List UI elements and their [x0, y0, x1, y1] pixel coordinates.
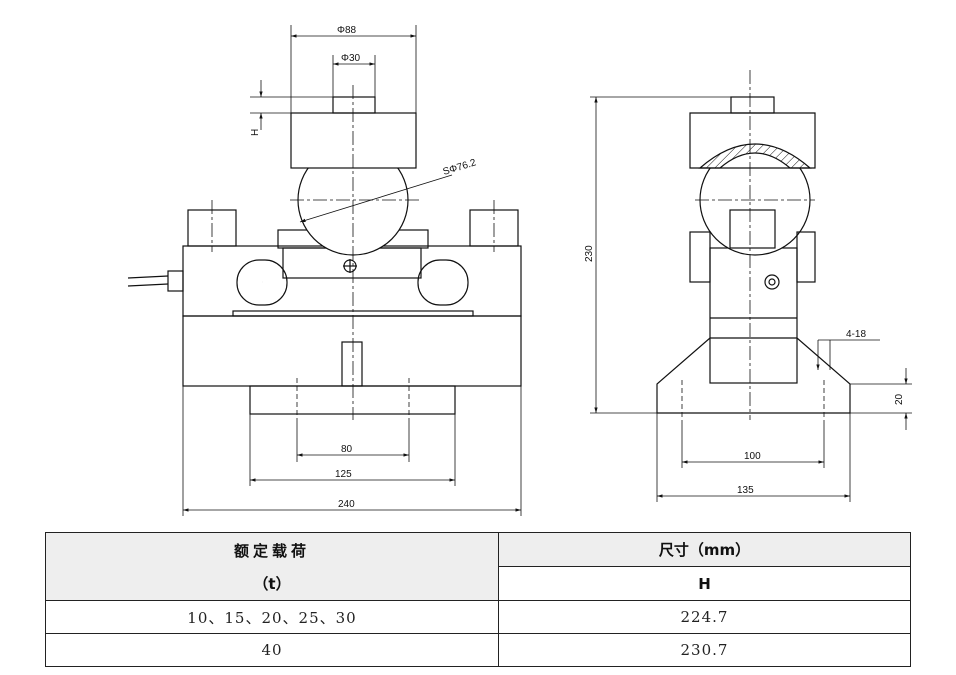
spec-table: 额定载荷 （t） 尺寸（mm） H 10、15、20、25、30 224.7 4… — [45, 532, 911, 667]
front-cable-connector — [167, 270, 184, 292]
front-view — [127, 96, 522, 415]
front-main-body — [182, 315, 522, 387]
dim-base-thickness-20: 20 — [894, 393, 905, 405]
dim-middle-125: 125 — [335, 469, 352, 480]
dim-sphere-radius: SΦ76.2 — [442, 157, 478, 178]
row-load: 40 — [45, 633, 499, 667]
header-rated-load-line1: 额定载荷 — [233, 541, 310, 560]
subheader-h: H — [498, 566, 911, 601]
dim-pin-diameter: Φ30 — [341, 53, 361, 64]
side-pin — [730, 96, 775, 114]
header-rated-load-line2: （t） — [253, 574, 291, 593]
front-base-plate — [249, 385, 456, 415]
side-bolt — [764, 274, 780, 290]
dim-side-overall-135: 135 — [737, 485, 754, 496]
dim-side-inner-100: 100 — [744, 451, 761, 462]
dim-inner-80: 80 — [341, 444, 353, 455]
header-rated-load: 额定载荷 （t） — [45, 532, 499, 601]
dim-holes-4-18: 4-18 — [846, 329, 866, 340]
table-row: 10、15、20、25、30 224.7 — [45, 600, 911, 634]
side-body — [709, 247, 798, 384]
row-load: 10、15、20、25、30 — [45, 600, 499, 634]
front-beam-body — [182, 245, 522, 317]
row-h: 224.7 — [498, 600, 911, 634]
side-view — [656, 96, 851, 414]
dim-side-height-230: 230 — [584, 245, 595, 262]
table-row: 40 230.7 — [45, 633, 911, 667]
technical-drawing: Φ88 Φ30 H SΦ76.2 80 125 240 — [127, 25, 912, 516]
dim-overall-240: 240 — [338, 499, 355, 510]
row-h: 230.7 — [498, 633, 911, 667]
side-base — [656, 337, 851, 414]
dim-top-diameter: Φ88 — [337, 25, 357, 36]
dim-height-h: H — [250, 129, 261, 136]
front-pin — [332, 96, 376, 114]
front-top-block — [290, 112, 417, 169]
header-dimension: 尺寸（mm） — [498, 532, 911, 567]
